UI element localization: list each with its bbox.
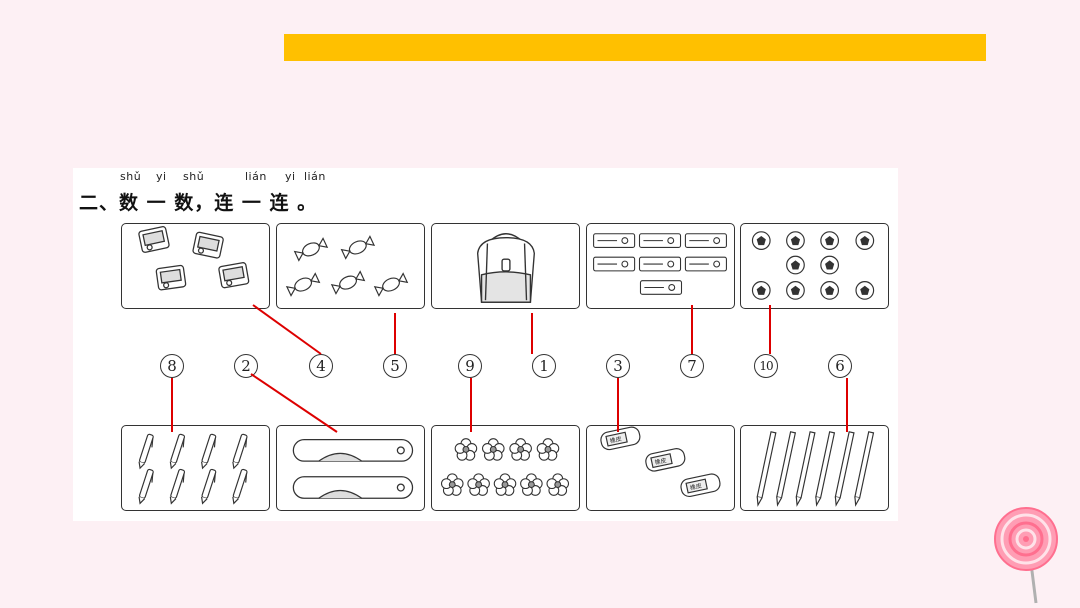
number-10[interactable]: 10 xyxy=(754,354,778,378)
eraser-label-2: 橡皮 xyxy=(654,456,667,466)
pencil-sharpener-icon xyxy=(138,226,250,291)
question-instruction: 二、数 一 数，连 一 连 。 xyxy=(79,192,318,214)
pinyin-yi1: yi xyxy=(156,170,167,183)
eraser-label-3: 橡皮 xyxy=(689,482,702,492)
box-backpack[interactable] xyxy=(431,223,580,309)
eraser-label-1: 橡皮 xyxy=(609,435,622,445)
number-9[interactable]: 9 xyxy=(458,354,482,378)
box-rulers[interactable] xyxy=(276,425,425,511)
lollipop-icon xyxy=(994,507,1058,604)
box-pencils[interactable] xyxy=(740,425,889,511)
box-candies[interactable] xyxy=(276,223,425,309)
pencil-case-icon xyxy=(593,233,727,295)
number-5[interactable]: 5 xyxy=(383,354,407,378)
number-8[interactable]: 8 xyxy=(160,354,184,378)
box-erasers[interactable]: 橡皮 橡皮 橡皮 xyxy=(586,425,735,511)
box-pencil-cases[interactable] xyxy=(586,223,735,309)
box-flowers[interactable] xyxy=(431,425,580,511)
number-4[interactable]: 4 xyxy=(309,354,333,378)
soccer-ball-icon xyxy=(751,231,875,300)
box-soccer-balls[interactable] xyxy=(740,223,889,309)
eraser-icon: 橡皮 橡皮 橡皮 xyxy=(600,426,721,498)
title-bar xyxy=(284,34,986,61)
ruler-icon xyxy=(292,439,414,499)
box-pens[interactable] xyxy=(121,425,270,511)
worksheet: shǔ yi shǔ lián yi lián 二、数 一 数，连 一 连 。 xyxy=(73,168,898,521)
number-7[interactable]: 7 xyxy=(680,354,704,378)
number-2[interactable]: 2 xyxy=(234,354,258,378)
box-pencil-sharpeners[interactable] xyxy=(121,223,270,309)
pinyin-shu1: shǔ xyxy=(120,170,142,183)
pinyin-yi2: yi xyxy=(285,170,296,183)
number-6[interactable]: 6 xyxy=(828,354,852,378)
number-1[interactable]: 1 xyxy=(532,354,556,378)
number-3[interactable]: 3 xyxy=(606,354,630,378)
pencil-icon xyxy=(756,431,875,507)
pinyin-lian2: lián xyxy=(304,170,326,183)
flower-icon xyxy=(440,438,570,496)
line-2-to-rulers xyxy=(250,373,338,433)
pen-icon xyxy=(138,433,248,505)
line-sharpeners-to-4 xyxy=(252,304,322,355)
pinyin-shu2: shǔ xyxy=(183,170,205,183)
backpack-icon xyxy=(476,233,536,303)
candy-icon xyxy=(285,235,409,297)
pinyin-lian1: lián xyxy=(245,170,267,183)
